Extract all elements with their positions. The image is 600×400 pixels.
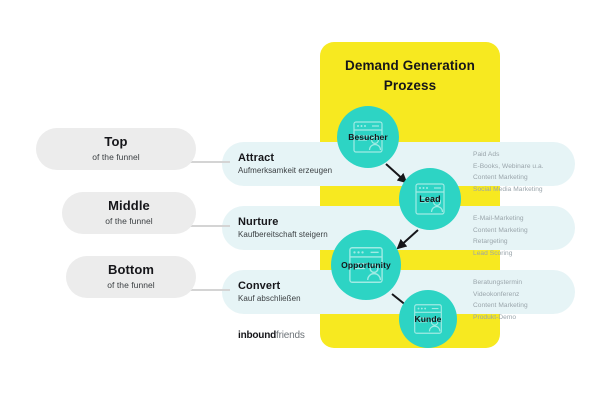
stage-convert-name: Convert xyxy=(238,280,281,292)
tactic-item: Content Marketing xyxy=(473,302,528,310)
funnel-level-top-subtitle: of the funnel xyxy=(92,152,140,162)
funnel-level-middle-subtitle: of the funnel xyxy=(105,216,153,226)
stage-label-convert: Convert Kauf abschließen xyxy=(238,280,388,303)
node-besucher: Besucher xyxy=(337,106,399,168)
stage-convert-subtitle: Kauf abschließen xyxy=(238,294,301,303)
funnel-level-top: Top of the funnel xyxy=(36,128,196,170)
funnel-level-bottom: Bottom of the funnel xyxy=(66,256,196,298)
tactics-list-nurture: E-Mail-Marketing Content Marketing Retar… xyxy=(473,213,577,260)
tactics-list-attract: Paid Ads E-Books, Webinare u.a. Content … xyxy=(473,149,577,196)
brand-logo-light: friends xyxy=(276,330,305,341)
panel-title-line-1: Demand Generation xyxy=(345,58,475,73)
funnel-level-top-title: Top xyxy=(104,134,128,149)
tactic-item: Retargeting xyxy=(473,238,508,246)
node-besucher-label: Besucher xyxy=(348,131,388,142)
tactic-item: Paid Ads xyxy=(473,151,500,158)
tactic-item: Social Media Marketing xyxy=(473,186,543,194)
node-opportunity-label: Opportunity xyxy=(341,259,391,270)
funnel-level-bottom-subtitle: of the funnel xyxy=(107,280,155,290)
stage-attract-subtitle: Aufmerksamkeit erzeugen xyxy=(238,166,333,175)
stage-nurture-subtitle: Kaufbereitschaft steigern xyxy=(238,230,328,239)
document-card-icon xyxy=(353,121,383,153)
node-kunde-label: Kunde xyxy=(414,313,442,324)
tactic-item: E-Books, Webinare u.a. xyxy=(473,162,544,170)
tactic-item: Lead Scoring xyxy=(473,250,513,258)
stage-label-nurture: Nurture Kaufbereitschaft steigern xyxy=(238,216,388,239)
tactics-list-convert: Beratungstermin Videokonferenz Content M… xyxy=(473,277,577,324)
tactic-item: Videokonferenz xyxy=(473,290,520,298)
stage-nurture-name: Nurture xyxy=(238,216,279,228)
connector-line-middle xyxy=(176,225,230,227)
panel-title-line-2: Prozess xyxy=(383,77,437,93)
node-kunde: Kunde xyxy=(399,290,457,348)
page-title: Demand Generation Prozess xyxy=(320,56,500,95)
funnel-level-middle-title: Middle xyxy=(108,198,150,213)
document-card-icon xyxy=(415,183,445,215)
tactic-item: Content Marketing xyxy=(473,226,528,234)
node-lead: Lead xyxy=(399,168,461,230)
funnel-level-middle: Middle of the funnel xyxy=(62,192,196,234)
brand-logo-bold: inbound xyxy=(238,330,277,341)
node-opportunity: Opportunity xyxy=(331,230,401,300)
tactic-item: E-Mail-Marketing xyxy=(473,215,524,222)
tactic-item: Produkt-Demo xyxy=(473,314,517,322)
connector-line-top xyxy=(176,161,230,163)
brand-logo: inboundfriends xyxy=(238,330,305,341)
funnel-level-bottom-title: Bottom xyxy=(107,262,155,277)
connector-line-bottom xyxy=(176,289,230,291)
node-lead-label: Lead xyxy=(419,193,441,204)
tactic-item: Beratungstermin xyxy=(473,279,523,286)
document-card-icon xyxy=(414,304,442,334)
stage-attract-name: Attract xyxy=(238,152,275,164)
document-card-icon xyxy=(349,247,383,283)
tactic-item: Content Marketing xyxy=(473,174,528,182)
stage-label-attract: Attract Aufmerksamkeit erzeugen xyxy=(238,152,388,175)
